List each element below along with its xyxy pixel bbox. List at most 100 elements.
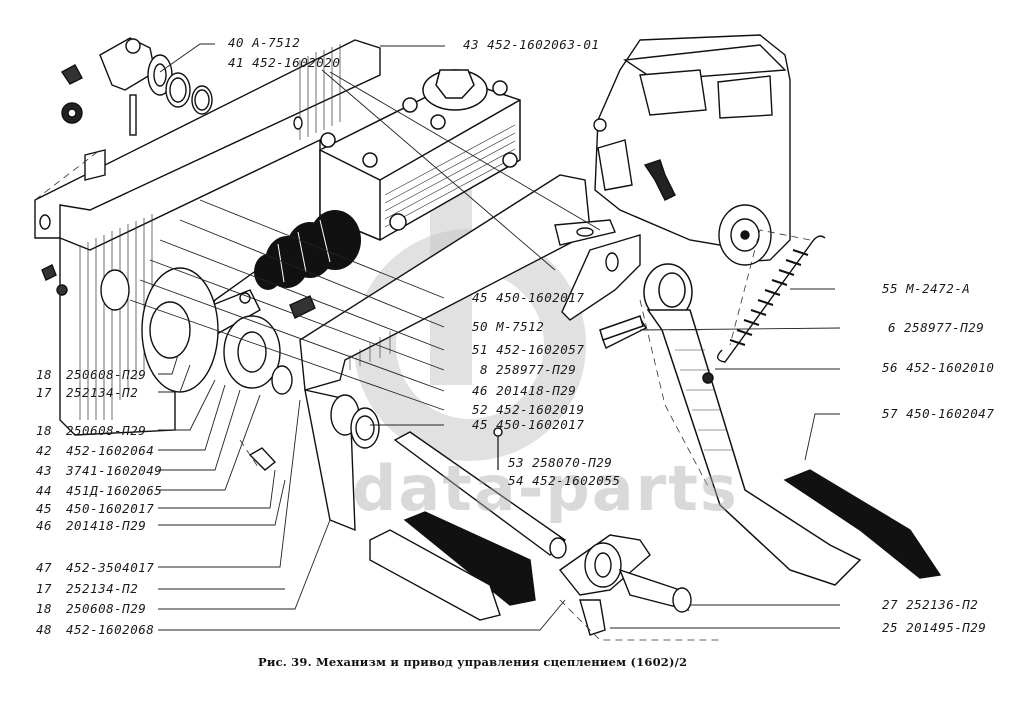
callout-label: 27 252136-П2: [882, 598, 978, 612]
callout-number: 46: [36, 518, 53, 533]
callout-number: 48: [36, 622, 53, 637]
callout-label: 44 451Д-1602065: [36, 484, 162, 498]
callout-part: 452-1602020: [252, 55, 341, 70]
callout-label: 41 452-1602020: [228, 56, 340, 70]
callout-number: 52: [472, 402, 489, 417]
callout-label: 18 250608-П29: [36, 424, 146, 438]
callout-part: 450-1602017: [66, 501, 155, 516]
callout-label: 45 450-1602017: [36, 502, 154, 516]
callout-number: 18: [36, 601, 53, 616]
callout-part: 252134-П2: [66, 581, 139, 596]
callout-label: 25 201495-П29: [882, 621, 986, 635]
callout-number: 44: [36, 483, 53, 498]
shaft-clamp: [558, 534, 692, 636]
flange-and-bushings: [41, 264, 293, 471]
rubber-boot: [254, 210, 361, 290]
callout-label: 45 450-1602017: [472, 418, 584, 432]
callout-label: 18 250608-П29: [36, 602, 146, 616]
callout-label: 18 250608-П29: [36, 368, 146, 382]
callout-number: 6: [888, 320, 897, 335]
callout-label: 54 452-1602055: [508, 474, 620, 488]
callout-number: 18: [36, 423, 53, 438]
callout-label: 55 М-2472-А: [882, 282, 970, 296]
callout-part: 452-3504017: [66, 560, 155, 575]
callout-number: 47: [36, 560, 53, 575]
callout-label: 43 3741-1602049: [36, 464, 162, 478]
callout-part: 250608-П29: [66, 601, 147, 616]
callout-label: 46 201418-П29: [472, 384, 576, 398]
callout-part: 201495-П29: [906, 620, 987, 635]
callout-number: 55: [882, 281, 899, 296]
callout-label: 17 252134-П2: [36, 582, 138, 596]
callout-number: 27: [882, 597, 899, 612]
callout-part: 452-1602068: [66, 622, 155, 637]
callout-part: 201418-П29: [496, 383, 577, 398]
callout-part: 452-1602010: [906, 360, 995, 375]
callout-part: М-7512: [496, 319, 545, 334]
callout-part: 252134-П2: [66, 385, 139, 400]
callout-part: 452-1602057: [496, 342, 585, 357]
callout-part: 201418-П29: [66, 518, 147, 533]
callout-label: 51 452-1602057: [472, 343, 584, 357]
callout-part: 250608-П29: [66, 367, 147, 382]
callout-label: 8 258977-П29: [480, 363, 576, 377]
callout-number: 17: [36, 385, 53, 400]
callout-part: 258977-П29: [496, 362, 577, 377]
callout-number: 43: [36, 463, 53, 478]
callout-part: 450-1602047: [906, 406, 995, 421]
callout-label: 40 А-7512: [228, 36, 300, 50]
assembly-lines: [34, 149, 811, 641]
callout-part: 450-1602017: [496, 290, 585, 305]
leader-lines: [129, 43, 841, 631]
callout-part: 258977-П29: [904, 320, 985, 335]
callout-part: 452-1602063-01: [487, 37, 600, 52]
callout-number: 54: [508, 473, 525, 488]
callout-number: 40: [228, 35, 245, 50]
callout-part: 452-1602055: [532, 473, 621, 488]
callout-part: 450-1602017: [496, 417, 585, 432]
callout-number: 45: [472, 290, 489, 305]
brake-pedal-pad: [369, 511, 536, 621]
callout-number: 45: [472, 417, 489, 432]
callout-label: 48 452-1602068: [36, 623, 154, 637]
callout-number: 18: [36, 367, 53, 382]
callout-number: 25: [882, 620, 899, 635]
watermark-text: data-parts: [352, 452, 739, 525]
callout-number: 51: [472, 342, 489, 357]
uaz-cab-illustration: [593, 34, 791, 266]
callout-part: 452-1602064: [66, 443, 155, 458]
callout-label: 47 452-3504017: [36, 561, 154, 575]
callout-part: 252136-П2: [906, 597, 979, 612]
callout-part: 451Д-1602065: [66, 483, 163, 498]
callout-number: 41: [228, 55, 245, 70]
callout-number: 56: [882, 360, 899, 375]
callout-part: 258070-П29: [532, 455, 613, 470]
callout-part: А-7512: [252, 35, 301, 50]
callout-part: 3741-1602049: [66, 463, 163, 478]
callout-number: 50: [472, 319, 489, 334]
clutch-pedal-pad: [783, 469, 942, 579]
callout-number: 53: [508, 455, 525, 470]
callout-number: 46: [472, 383, 489, 398]
return-spring: [717, 235, 826, 363]
callout-label: 53 258070-П29: [508, 456, 612, 470]
callout-label: 42 452-1602064: [36, 444, 154, 458]
callout-number: 17: [36, 581, 53, 596]
callout-part: М-2472-А: [906, 281, 971, 296]
figure-caption: Рис. 39. Механизм и привод управления сц…: [258, 655, 688, 669]
callout-label: 56 452-1602010: [882, 361, 994, 375]
callout-part: 250608-П29: [66, 423, 147, 438]
callout-number: 42: [36, 443, 53, 458]
callout-label: 46 201418-П29: [36, 519, 146, 533]
pedal-bracket: [299, 174, 641, 532]
callout-label: 45 450-1602017: [472, 291, 584, 305]
callout-label: 50 М-7512: [472, 320, 544, 334]
callout-label: 6 258977-П29: [888, 321, 984, 335]
callout-number: 45: [36, 501, 53, 516]
callout-number: 8: [480, 362, 489, 377]
clutch-pedal: [599, 263, 862, 586]
